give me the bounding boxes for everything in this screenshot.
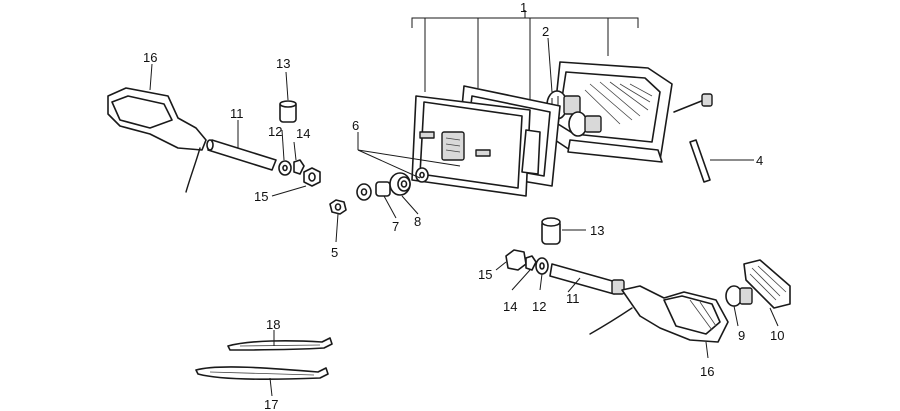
lockwasher-14-left (293, 159, 305, 175)
nut-15-right (505, 249, 527, 271)
trim-strip-18 (227, 337, 333, 351)
callout-8: 8 (414, 214, 421, 229)
callout-15-right: 15 (478, 267, 492, 282)
washer-12-right (535, 257, 549, 275)
callout-17: 17 (264, 397, 278, 411)
spacer-13-right (541, 217, 561, 245)
callout-14-right: 14 (503, 299, 517, 314)
bulb-lower (568, 111, 602, 137)
callout-11-left: 11 (230, 106, 244, 121)
reflector-strip (689, 139, 711, 183)
callout-12-right: 12 (532, 299, 546, 314)
indicator-stem-left (206, 139, 277, 171)
washer-6 (356, 183, 372, 201)
callout-4: 4 (756, 153, 763, 168)
washer-12-left (278, 160, 292, 176)
callout-15-left: 15 (254, 189, 268, 204)
indicator-left (107, 87, 207, 193)
nut-5 (329, 199, 347, 215)
callout-1: 1 (520, 0, 527, 15)
assembly-1-bracket (411, 10, 639, 108)
callout-7: 7 (392, 219, 399, 234)
indicator-bulb (725, 285, 753, 307)
callout-9: 9 (738, 328, 745, 343)
callout-5: 5 (331, 245, 338, 260)
callout-16-lower: 16 (700, 364, 714, 379)
callout-labels: 1 2 4 5 6 7 8 9 10 11 11 12 12 13 13 14 … (143, 0, 784, 411)
callout-16-upper: 16 (143, 50, 157, 65)
grommet-8 (389, 172, 411, 196)
callout-13-left: 13 (276, 56, 290, 71)
callout-2: 2 (542, 24, 549, 39)
callout-leaders (149, 37, 779, 397)
callout-11-right: 11 (566, 291, 580, 306)
spacer-7 (375, 181, 391, 197)
callout-18: 18 (266, 317, 280, 332)
lockwasher-14-right (525, 255, 537, 271)
tail-light-base (411, 95, 541, 197)
trim-strip-17 (195, 366, 329, 380)
callout-13-right: 13 (590, 223, 604, 238)
callout-6: 6 (352, 118, 359, 133)
indicator-right (589, 285, 729, 343)
callout-10: 10 (770, 328, 784, 343)
nut-15-left (303, 167, 321, 187)
callout-14-left: 14 (296, 126, 310, 141)
spacer-13-left (279, 100, 297, 123)
indicator-lens (743, 259, 791, 309)
lens-screw (673, 93, 713, 113)
washer-6b (415, 167, 429, 183)
indicator-stem-right (549, 263, 625, 295)
callout-12-left: 12 (268, 124, 282, 139)
